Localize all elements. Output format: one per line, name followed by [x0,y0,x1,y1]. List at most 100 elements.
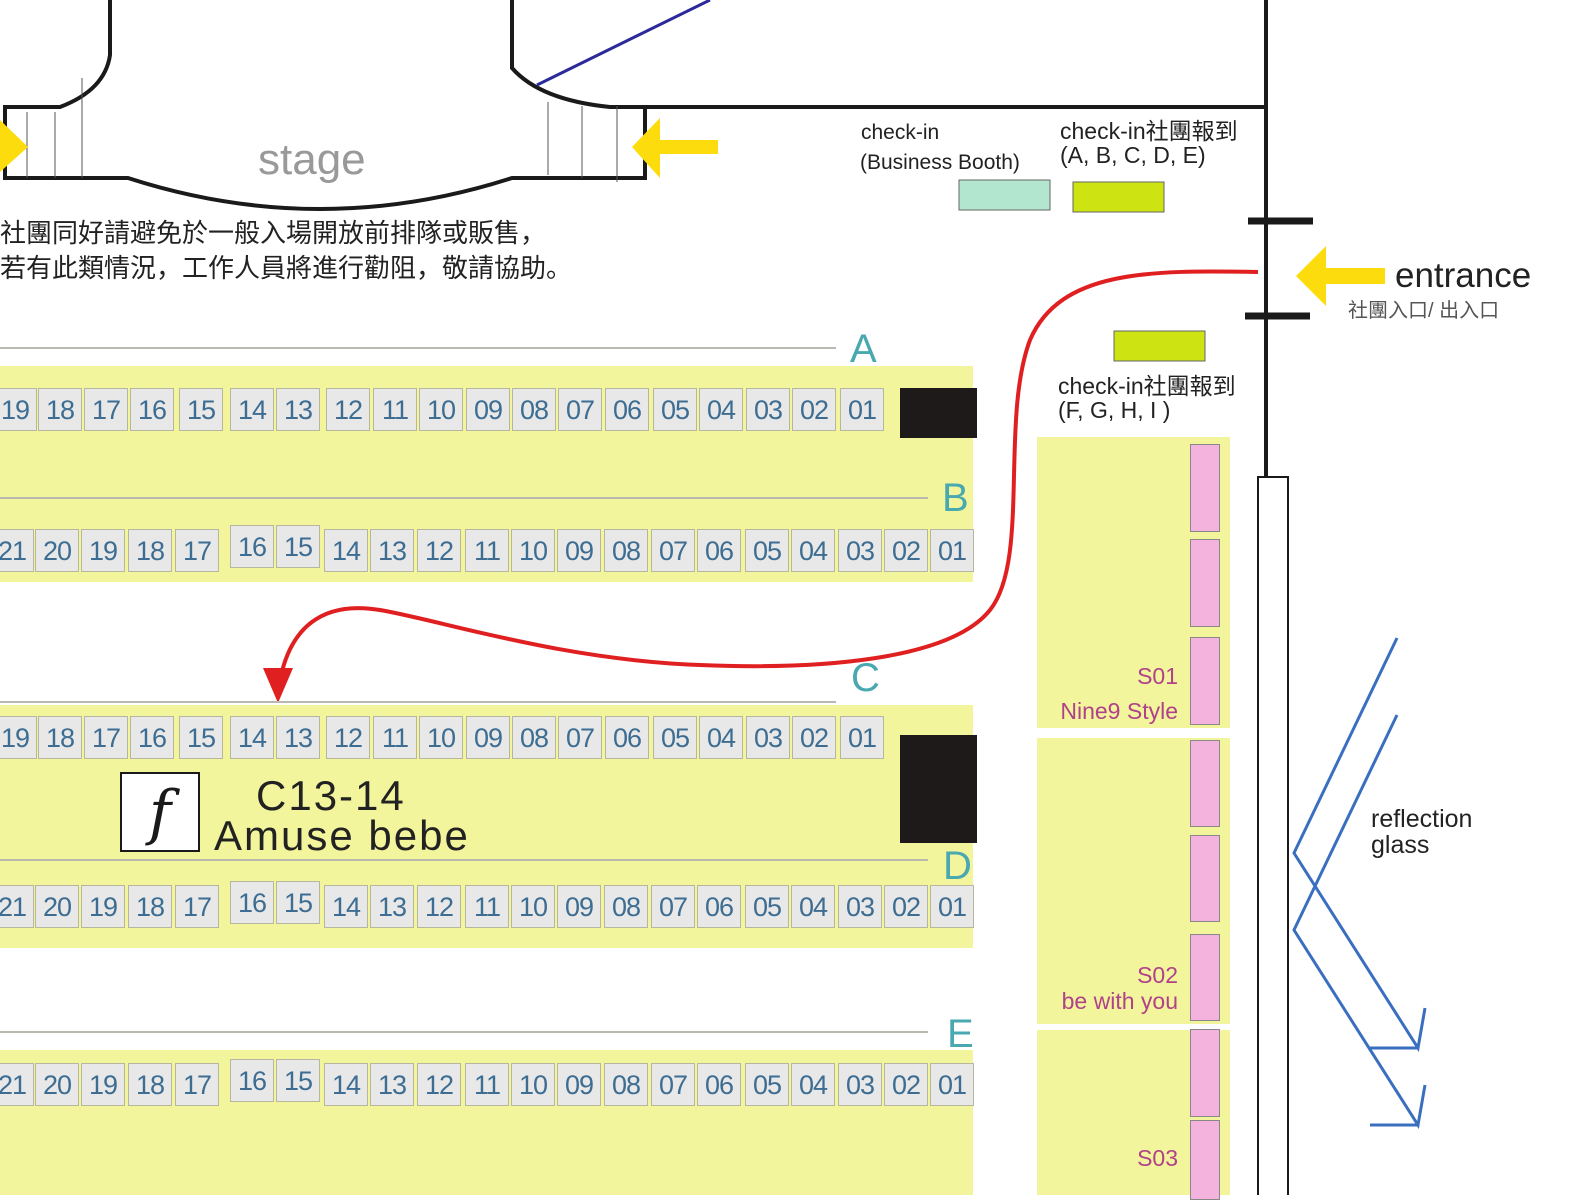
booth-e-cell[interactable]: 18 [128,1063,172,1106]
booth-d-cell[interactable]: 12 [417,885,461,928]
booth-c-cell[interactable]: 11 [373,716,417,759]
booth-d-cell[interactable]: 09 [557,885,601,928]
booth-e-cell[interactable]: 11 [465,1063,509,1106]
booth-d-cell[interactable]: 15 [276,881,320,924]
booth-b-cell[interactable]: 08 [604,529,648,572]
booth-a-cell[interactable]: 17 [84,388,128,431]
booth-e-cell[interactable]: 08 [604,1063,648,1106]
booth-b-cell[interactable]: 04 [791,529,835,572]
booth-b-cell[interactable]: 09 [557,529,601,572]
booth-e-cell[interactable]: 05 [745,1063,789,1106]
booth-b-cell[interactable]: 17 [175,529,219,572]
booth-c-cell[interactable]: 17 [84,716,128,759]
booth-c-cell[interactable]: 05 [653,716,697,759]
booth-c-cell[interactable]: 01 [840,716,884,759]
booth-e-cell[interactable]: 06 [697,1063,741,1106]
booth-a-cell[interactable]: 09 [466,388,510,431]
booth-c-cell[interactable]: 13 [276,716,320,759]
side-booth-cell[interactable] [1190,637,1220,725]
booth-a-cell[interactable]: 01 [840,388,884,431]
booth-e-cell[interactable]: 17 [175,1063,219,1106]
booth-e-cell[interactable]: 04 [791,1063,835,1106]
booth-a-cell[interactable]: 13 [276,388,320,431]
booth-d-cell[interactable]: 18 [128,885,172,928]
booth-a-cell[interactable]: 08 [512,388,556,431]
booth-c-cell[interactable]: 09 [466,716,510,759]
booth-a-cell[interactable]: 05 [653,388,697,431]
booth-a-cell[interactable]: 19 [0,388,37,431]
booth-c-cell[interactable]: 14 [230,716,274,759]
booth-a-cell[interactable]: 04 [699,388,743,431]
booth-d-cell[interactable]: 14 [324,885,368,928]
booth-a-cell[interactable]: 12 [326,388,370,431]
booth-b-cell[interactable]: 12 [417,529,461,572]
booth-e-cell[interactable]: 19 [81,1063,125,1106]
booth-b-cell[interactable]: 06 [697,529,741,572]
booth-d-cell[interactable]: 01 [930,885,974,928]
booth-c-cell[interactable]: 18 [38,716,82,759]
booth-b-cell[interactable]: 11 [465,529,509,572]
booth-d-cell[interactable]: 02 [884,885,928,928]
booth-c-cell[interactable]: 19 [0,716,37,759]
booth-a-cell[interactable]: 06 [605,388,649,431]
booth-d-cell[interactable]: 03 [838,885,882,928]
booth-d-cell[interactable]: 13 [370,885,414,928]
booth-e-cell[interactable]: 12 [417,1063,461,1106]
booth-a-cell[interactable]: 07 [558,388,602,431]
side-booth-cell[interactable] [1190,444,1220,532]
side-booth-cell[interactable] [1190,934,1220,1021]
booth-b-cell[interactable]: 02 [884,529,928,572]
booth-c-cell[interactable]: 16 [130,716,174,759]
booth-b-cell[interactable]: 15 [276,525,320,568]
booth-b-cell[interactable]: 07 [651,529,695,572]
side-booth-cell[interactable] [1190,1120,1220,1200]
side-booth-cell[interactable] [1190,835,1220,922]
booth-d-cell[interactable]: 16 [230,881,274,924]
booth-e-cell[interactable]: 14 [324,1063,368,1106]
booth-c-cell[interactable]: 15 [179,716,223,759]
booth-a-cell[interactable]: 14 [230,388,274,431]
booth-e-cell[interactable]: 02 [884,1063,928,1106]
booth-d-cell[interactable]: 21 [0,885,34,928]
booth-d-cell[interactable]: 19 [81,885,125,928]
booth-b-cell[interactable]: 05 [745,529,789,572]
booth-e-cell[interactable]: 13 [370,1063,414,1106]
booth-a-cell[interactable]: 18 [38,388,82,431]
booth-b-cell[interactable]: 19 [81,529,125,572]
booth-c-cell[interactable]: 12 [326,716,370,759]
booth-e-cell[interactable]: 16 [230,1059,274,1102]
booth-c-cell[interactable]: 10 [419,716,463,759]
booth-b-cell[interactable]: 14 [324,529,368,572]
booth-c-cell[interactable]: 07 [558,716,602,759]
booth-d-cell[interactable]: 08 [604,885,648,928]
booth-a-cell[interactable]: 02 [792,388,836,431]
booth-d-cell[interactable]: 05 [745,885,789,928]
booth-c-cell[interactable]: 03 [746,716,790,759]
booth-e-cell[interactable]: 03 [838,1063,882,1106]
booth-b-cell[interactable]: 03 [838,529,882,572]
booth-d-cell[interactable]: 20 [35,885,79,928]
side-booth-cell[interactable] [1190,539,1220,627]
side-booth-cell[interactable] [1190,740,1220,827]
booth-a-cell[interactable]: 15 [179,388,223,431]
booth-e-cell[interactable]: 10 [511,1063,555,1106]
booth-d-cell[interactable]: 11 [465,885,509,928]
booth-a-cell[interactable]: 03 [746,388,790,431]
booth-d-cell[interactable]: 10 [511,885,555,928]
booth-b-cell[interactable]: 13 [370,529,414,572]
booth-b-cell[interactable]: 21 [0,529,34,572]
booth-e-cell[interactable]: 07 [651,1063,695,1106]
booth-e-cell[interactable]: 20 [35,1063,79,1106]
booth-c-cell[interactable]: 04 [699,716,743,759]
booth-e-cell[interactable]: 15 [276,1059,320,1102]
booth-c-cell[interactable]: 08 [512,716,556,759]
booth-b-cell[interactable]: 16 [230,525,274,568]
booth-d-cell[interactable]: 17 [175,885,219,928]
booth-e-cell[interactable]: 21 [0,1063,34,1106]
booth-b-cell[interactable]: 01 [930,529,974,572]
booth-e-cell[interactable]: 01 [930,1063,974,1106]
booth-b-cell[interactable]: 10 [511,529,555,572]
booth-b-cell[interactable]: 18 [128,529,172,572]
side-booth-cell[interactable] [1190,1029,1220,1117]
booth-a-cell[interactable]: 16 [130,388,174,431]
